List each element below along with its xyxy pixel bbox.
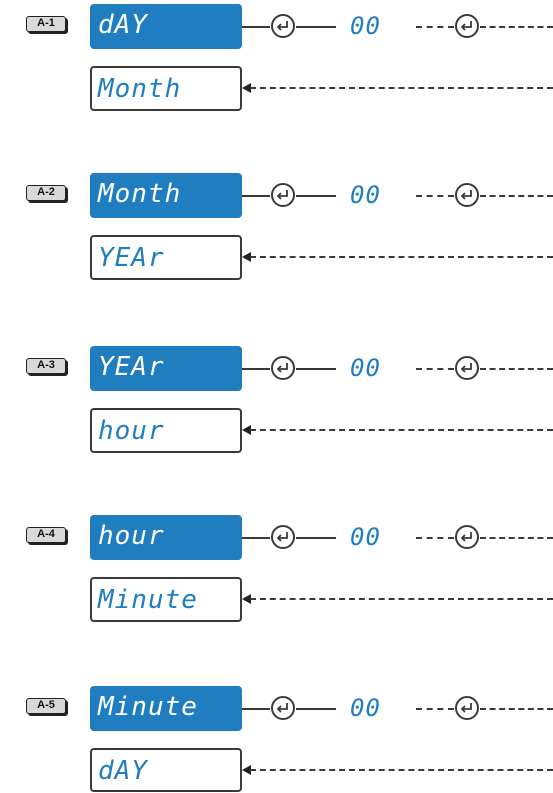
next-display-text: hour (98, 416, 165, 446)
connector-line (296, 537, 336, 539)
enter-icon (455, 525, 479, 549)
current-display-text: Month (98, 179, 182, 209)
current-display: Minute (90, 686, 242, 731)
connector-dash (480, 195, 553, 197)
next-display-text: Month (98, 74, 182, 104)
connector-line (296, 368, 336, 370)
connector-dash (416, 26, 454, 28)
current-display: YEAr (90, 346, 242, 391)
connector-line (296, 708, 336, 710)
connector-dash (416, 195, 454, 197)
return-dash (250, 598, 553, 600)
next-display: Minute (90, 577, 242, 622)
step-label: A-2 (26, 185, 66, 201)
value-display: 00 (350, 12, 381, 40)
enter-icon (271, 696, 295, 720)
connector-line (296, 26, 336, 28)
return-dash (250, 87, 553, 89)
connector-line (296, 195, 336, 197)
enter-icon (455, 183, 479, 207)
step-label: A-5 (26, 698, 66, 714)
return-dash (250, 769, 553, 771)
enter-icon (455, 14, 479, 38)
enter-icon (271, 525, 295, 549)
enter-icon (271, 14, 295, 38)
connector-dash (480, 708, 553, 710)
value-display: 00 (350, 354, 381, 382)
connector-line (242, 368, 270, 370)
return-arrow-head (242, 594, 251, 604)
next-display-text: dAY (98, 756, 148, 786)
connector-dash (480, 537, 553, 539)
connector-line (242, 195, 270, 197)
return-arrow-head (242, 765, 251, 775)
current-display-text: dAY (98, 10, 148, 40)
enter-icon (455, 356, 479, 380)
next-display-text: Minute (98, 585, 198, 615)
return-arrow-head (242, 425, 251, 435)
connector-line (242, 537, 270, 539)
step-label: A-1 (26, 16, 66, 32)
connector-line (242, 708, 270, 710)
connector-dash (416, 708, 454, 710)
next-display: YEAr (90, 235, 242, 280)
step-a2: A-2 Month 00 YEAr (0, 173, 553, 280)
enter-icon (271, 356, 295, 380)
step-a1: A-1 dAY 00 Month (0, 4, 553, 111)
connector-dash (480, 26, 553, 28)
next-display-text: YEAr (98, 243, 165, 273)
current-display: Month (90, 173, 242, 218)
current-display: dAY (90, 4, 242, 49)
enter-icon (455, 696, 479, 720)
next-display: Month (90, 66, 242, 111)
step-a3: A-3 YEAr 00 hour (0, 346, 553, 453)
next-display: dAY (90, 748, 242, 792)
connector-dash (416, 368, 454, 370)
next-display: hour (90, 408, 242, 453)
step-a5: A-5 Minute 00 dAY (0, 686, 553, 792)
step-label: A-3 (26, 358, 66, 374)
return-arrow-head (242, 252, 251, 262)
current-display-text: hour (98, 521, 165, 551)
step-a4: A-4 hour 00 Minute (0, 515, 553, 622)
value-display: 00 (350, 523, 381, 551)
connector-dash (416, 537, 454, 539)
current-display: hour (90, 515, 242, 560)
return-dash (250, 256, 553, 258)
connector-dash (480, 368, 553, 370)
value-display: 00 (350, 181, 381, 209)
return-dash (250, 429, 553, 431)
current-display-text: Minute (98, 692, 198, 722)
step-label: A-4 (26, 527, 66, 543)
current-display-text: YEAr (98, 352, 165, 382)
enter-icon (271, 183, 295, 207)
connector-line (242, 26, 270, 28)
return-arrow-head (242, 83, 251, 93)
value-display: 00 (350, 694, 381, 722)
